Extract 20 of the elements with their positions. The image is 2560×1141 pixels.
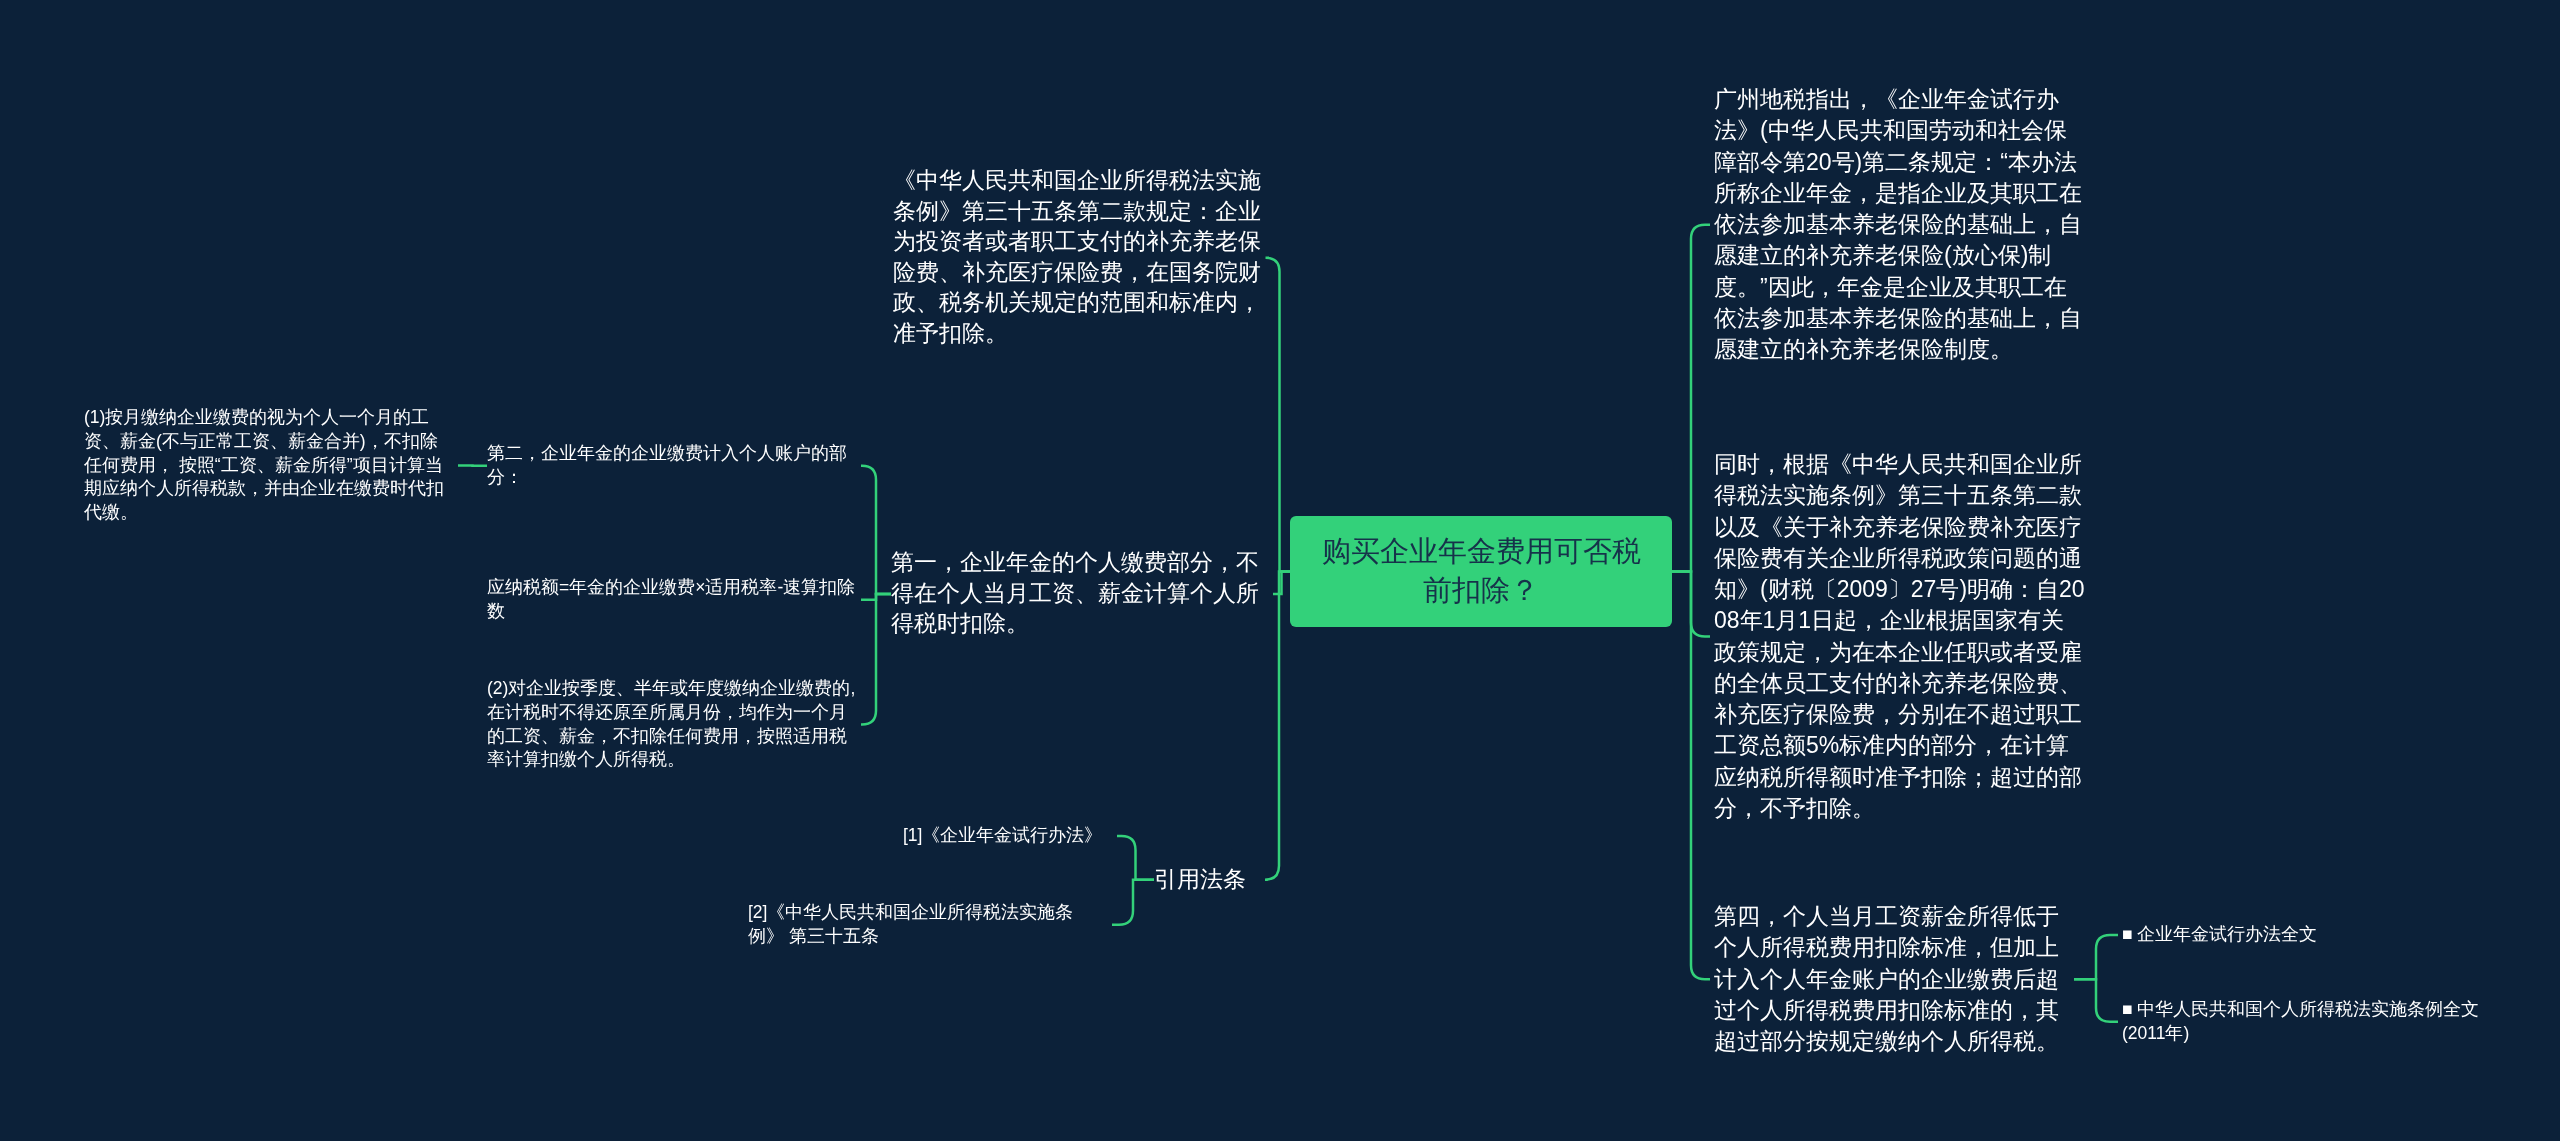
connector-line <box>1112 878 1154 927</box>
connector-line <box>860 592 891 726</box>
topic-text: 第一，企业年金的个人缴费部分，不得在个人当月工资、薪金计算个人所得税时扣除。 <box>891 548 1269 640</box>
subtopic-text: 应纳税额=年金的企业缴费×适用税率-速算扣除数 <box>487 576 857 624</box>
central-topic-box: 购买企业年金费用可否税前扣除？ <box>1290 516 1672 627</box>
link-text: ■ 企业年金试行办法全文 <box>2122 923 2482 947</box>
topic-text: 引用法条 <box>1154 864 1264 896</box>
connector-line <box>2074 977 2118 1024</box>
topic-text: 《中华人民共和国企业所得税法实施条例》第三十五条第二款规定：企业为投资者或者职工支付的补充养老保险费、补充医疗保险费，在国务院财政、税务机关规定的范围和标准内，准予扣除。 <box>893 166 1265 350</box>
topic-text: 同时，根据《中华人民共和国企业所得税法实施条例》第三十五条第二款以及《关于补充养老保险费补充医疗保险费有关企业所得税政策问题的通知》(财税〔2009〕27号)明确：自2008年1月1日起，企业根据国家有关政策规定，为在本企业任职或者受雇的全体员工支付的补充养老保险费、补充医疗保险费，分别在不超过职工工资总额5%标准内的部分，在计算应纳税所得额时准予扣除；超过的部分，不予扣除。 <box>1714 449 2086 825</box>
subtopic-text: (2)对企业按季度、半年或年度缴纳企业缴费的,在计税时不得还原至所属月份，均作为一个月的工资、薪金，不扣除任何费用，按照适用税率计算扣缴个人所得税。 <box>487 677 857 773</box>
link-text: ■ 中华人民共和国个人所得税法实施条例全文(2011年) <box>2122 998 2492 1046</box>
topic-text: 广州地税指出，《企业年金试行办法》(中华人民共和国劳动和社会保障部令第20号)第二条规定：“本办法所称企业年金，是指企业及其职工在依法参加基本养老保险的基础上，自愿建立的补充养老保险(放心保)制度。”因此，年金是企业及其职工在依法参加基本养老保险的基础上，自愿建立的补充养老保险制度。 <box>1714 84 2086 366</box>
reference-text: [1]《企业年金试行办法》 <box>903 824 1113 848</box>
topic-text: 第四，个人当月工资薪金所得低于个人所得税费用扣除标准，但加上计入个人年金账户的企业缴费后超过个人所得税费用扣除标准的，其超过部分按规定缴纳个人所得税。 <box>1714 901 2074 1058</box>
subtopic-text: 第二，企业年金的企业缴费计入个人账户的部分： <box>487 442 857 490</box>
connector-line <box>1263 570 1290 881</box>
connector-line <box>458 464 487 468</box>
subtopic-text: (1)按月缴纳企业缴费的视为个人一个月的工资、薪金(不与正常工资、薪金合并)，不扣除任何费用， 按照“工资、薪金所得”项目计算当期应纳个人所得税款，并由企业在缴费时代扣代缴。 <box>84 406 454 525</box>
reference-text: [2]《中华人民共和国企业所得税法实施条例》 第三十五条 <box>748 901 1108 949</box>
